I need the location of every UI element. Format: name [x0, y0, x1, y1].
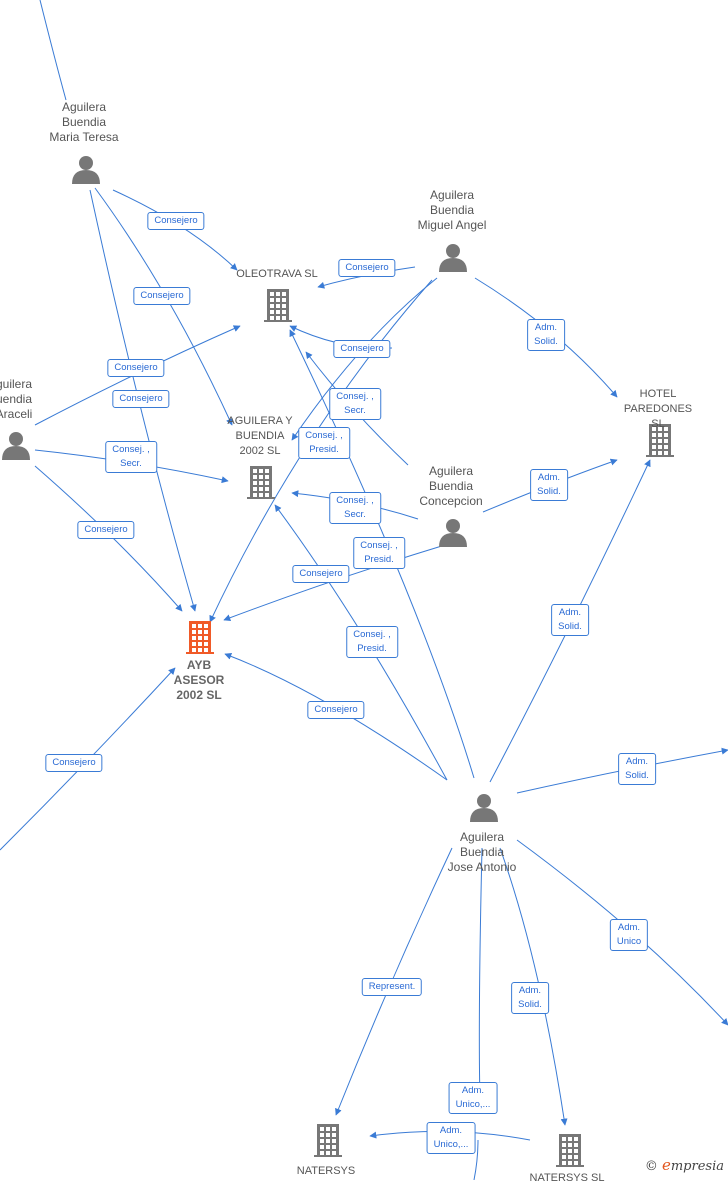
edge-label: Consej. , Secr. — [105, 441, 157, 473]
edge-label: Consejero — [45, 754, 103, 772]
edge-label: Adm. Solid. — [530, 469, 568, 501]
edge-line-offscreen — [473, 1139, 479, 1180]
brand-name: mpresia — [670, 1159, 724, 1174]
brand-footer: © empresia — [645, 1156, 724, 1174]
company-label[interactable]: OLEOTRAVA SL — [236, 268, 318, 280]
edge-label: Adm. Solid. — [527, 319, 565, 351]
edge-label: Consejero — [307, 701, 365, 719]
edge-label: Consejero — [133, 287, 191, 305]
person-label[interactable]: Aguilera Buendia Jose Antonio — [447, 830, 517, 874]
edge-label: Consejero — [147, 212, 205, 230]
edge-line — [89, 189, 197, 612]
edge-label: Adm. Unico,... — [448, 1082, 498, 1114]
edge-label: Consej. , Presid. — [298, 427, 350, 459]
edge-line-offscreen — [39, 0, 67, 101]
edge-label: Consejero — [112, 390, 170, 408]
edge-label: Adm. Unico — [609, 919, 649, 951]
focus-company-label[interactable]: AYB ASESOR 2002 SL — [173, 658, 225, 702]
person-label[interactable]: guilera uendia Araceli — [0, 377, 33, 421]
person-label[interactable]: Aguilera Buendia Maria Teresa — [49, 100, 119, 144]
edge-label: Consejero — [333, 340, 391, 358]
edge-label: Consej. , Secr. — [329, 388, 381, 420]
edge-label: Adm. Solid. — [551, 604, 589, 636]
building-icon[interactable] — [247, 466, 275, 499]
edge-label: Adm. Solid. — [511, 982, 549, 1014]
building-icon[interactable] — [186, 621, 214, 654]
edge-label: Consejero — [292, 565, 350, 583]
edge-label: Consejero — [77, 521, 135, 539]
person-icon[interactable] — [439, 519, 467, 547]
company-label[interactable]: HOTEL PAREDONES SL — [623, 388, 693, 430]
edge-label: Consej. , Secr. — [329, 492, 381, 524]
person-label[interactable]: Aguilera Buendia Miguel Angel — [417, 188, 487, 232]
edge-label: Adm. Unico,... — [426, 1122, 476, 1154]
person-icon[interactable] — [470, 794, 498, 822]
edge-line — [499, 847, 568, 1126]
company-label[interactable]: AGUILERA Y BUENDIA 2002 SL — [227, 415, 293, 457]
edge-label: Adm. Solid. — [618, 753, 656, 785]
copyright-symbol: © — [644, 1159, 658, 1174]
edge-label: Consejero — [107, 359, 165, 377]
edge-label: Consejero — [338, 259, 396, 277]
building-icon[interactable] — [646, 424, 674, 457]
person-icon[interactable] — [439, 244, 467, 272]
edge-line — [112, 189, 238, 271]
building-icon[interactable] — [264, 289, 292, 322]
brand-initial: e — [661, 1156, 671, 1174]
edge-label: Consej. , Presid. — [346, 626, 398, 658]
company-label[interactable]: NATERSYS — [296, 1165, 356, 1177]
person-icon[interactable] — [2, 432, 30, 460]
edge-line — [476, 847, 484, 1101]
company-label[interactable]: NATERSYS SL — [529, 1172, 605, 1184]
person-label[interactable]: Aguilera Buendia Concepcion — [419, 464, 483, 508]
building-icon[interactable] — [556, 1134, 584, 1167]
edge-label: Represent. — [361, 978, 423, 996]
building-icon[interactable] — [314, 1124, 342, 1157]
edge-line — [289, 329, 475, 779]
person-icon[interactable] — [72, 156, 100, 184]
edge-label: Consej. , Presid. — [353, 537, 405, 569]
edge-line — [34, 465, 183, 612]
